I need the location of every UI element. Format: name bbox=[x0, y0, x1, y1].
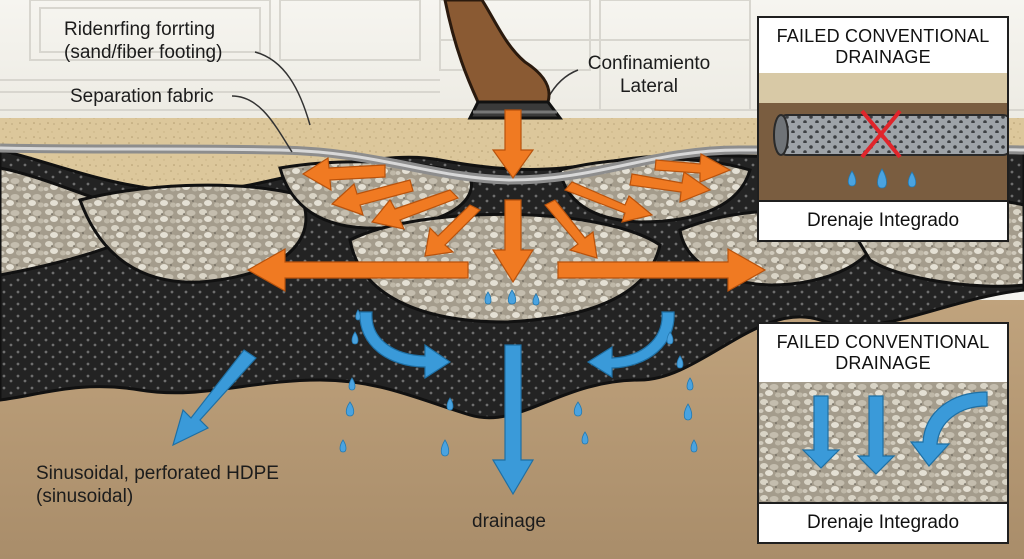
load-arrow-upper-left-3 bbox=[370, 189, 460, 230]
inset-1-title-line2: DRAINAGE bbox=[835, 47, 931, 67]
load-arrows bbox=[246, 109, 767, 293]
inset-2-caption: Drenaje Integrado bbox=[759, 502, 1007, 542]
perforated-pipe-with-red-x-icon bbox=[759, 73, 1007, 213]
inset-water-arrows bbox=[801, 391, 988, 475]
drainage-label: drainage bbox=[472, 511, 546, 532]
inset-failed-drainage-pipe: FAILED CONVENTIONAL DRAINAGE Drenaje Int… bbox=[757, 16, 1009, 242]
water-arrows bbox=[172, 311, 675, 496]
hdpe-label-line1: Sinusoidal, perforated HDPE bbox=[36, 463, 279, 484]
lateral-confinement-label: Confinamiento Lateral bbox=[578, 52, 720, 98]
riding-footing-label: Ridenrfing forrting (sand/fiber footing) bbox=[64, 18, 222, 64]
load-arrow-down-top bbox=[491, 109, 535, 180]
pipe-droplets bbox=[847, 168, 917, 189]
inset-2-title-line1: FAILED CONVENTIONAL bbox=[776, 332, 990, 352]
load-arrow-down-center bbox=[491, 199, 535, 284]
load-arrow-upper-right-1 bbox=[563, 181, 654, 223]
load-arrow-upper-left-2 bbox=[330, 179, 414, 216]
load-arrow-left bbox=[246, 247, 469, 293]
lateral-label-line1: Confinamiento bbox=[587, 53, 711, 74]
riding-footing-label-line2: (sand/fiber footing) bbox=[64, 42, 223, 63]
load-arrow-upper-right-2 bbox=[629, 170, 712, 203]
load-arrow-diag-left bbox=[424, 204, 482, 257]
separation-fabric-label: Separation fabric bbox=[70, 86, 214, 107]
inset-1-caption: Drenaje Integrado bbox=[759, 200, 1007, 240]
hdpe-label-line2: (sinusoidal) bbox=[36, 486, 134, 507]
load-arrow-upper-right-3 bbox=[654, 153, 732, 183]
lateral-label-line2: Lateral bbox=[619, 76, 679, 97]
water-droplets bbox=[339, 289, 698, 457]
water-arrow-down-center bbox=[491, 344, 535, 496]
inset-1-title: FAILED CONVENTIONAL DRAINAGE bbox=[759, 26, 1007, 68]
water-arrow-down-left bbox=[172, 349, 257, 447]
inset-1-title-line1: FAILED CONVENTIONAL bbox=[776, 26, 990, 46]
load-arrow-upper-left-1 bbox=[301, 156, 386, 192]
riding-footing-label-line1: Ridenrfing forrting bbox=[64, 19, 216, 40]
inset-2-title-line2: DRAINAGE bbox=[835, 353, 931, 373]
fail-x-mark bbox=[860, 109, 902, 159]
gravel-with-drainage-arrows-icon bbox=[759, 382, 1007, 502]
hdpe-label: Sinusoidal, perforated HDPE (sinusoidal) bbox=[36, 462, 279, 508]
riding-footing-leader bbox=[254, 51, 311, 126]
separation-fabric-leader bbox=[231, 95, 293, 153]
water-arrow-curve-left bbox=[359, 311, 452, 380]
load-arrow-diag-right bbox=[544, 199, 598, 259]
inset-2-title: FAILED CONVENTIONAL DRAINAGE bbox=[759, 332, 1007, 374]
load-arrow-right bbox=[557, 247, 767, 293]
inset-gravel-drainage: FAILED CONVENTIONAL DRAINAGE Drenaje Int… bbox=[757, 322, 1009, 544]
gravel-cell-2 bbox=[78, 183, 308, 284]
